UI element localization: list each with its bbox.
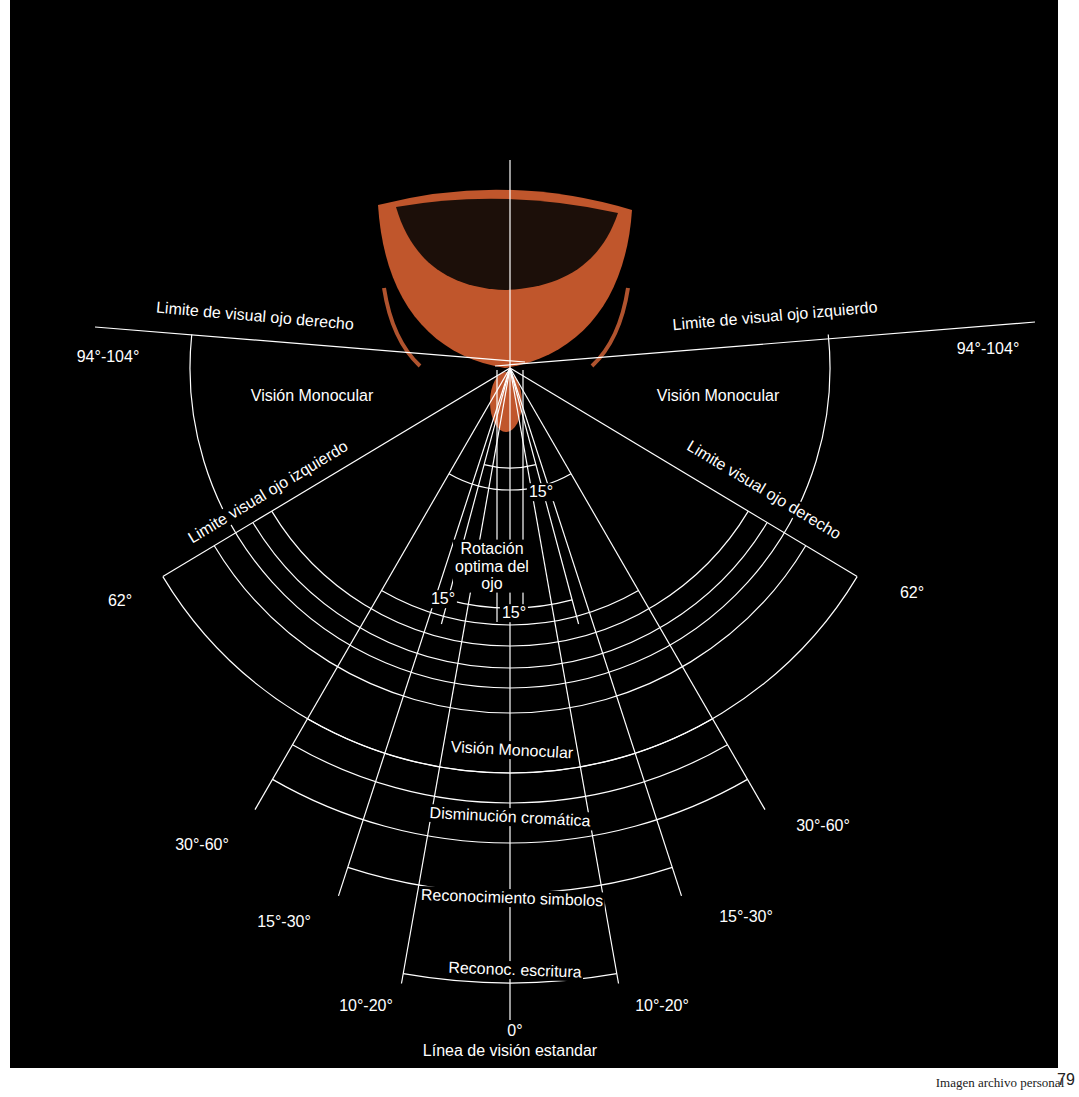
field-arc <box>484 465 536 468</box>
field-label: 15°-30° <box>255 913 313 931</box>
field-label: 62° <box>106 592 134 610</box>
field-label: 15° <box>500 604 528 622</box>
field-label: 94°-104° <box>955 340 1022 358</box>
field-label: Línea de visión estandar <box>421 1042 599 1060</box>
image-caption: Imagen archivo personal <box>936 1075 1065 1091</box>
field-arc <box>163 577 857 773</box>
field-label: 30°-60° <box>794 817 852 835</box>
field-arc <box>190 335 830 688</box>
face <box>378 190 632 368</box>
field-arc <box>273 779 748 843</box>
field-arc <box>308 719 713 773</box>
field-label: 15° <box>527 483 555 501</box>
field-label: Visión Monocular <box>655 387 781 405</box>
sight-line <box>495 322 1035 366</box>
visual-field-lines <box>95 160 1035 1020</box>
sight-line <box>95 327 525 362</box>
field-label: 15°-30° <box>717 908 775 926</box>
field-label: 0° <box>505 1022 524 1040</box>
field-label: 10°-20° <box>337 997 395 1015</box>
field-label: 15° <box>429 590 457 608</box>
field-label: Visión Monocular <box>249 387 375 405</box>
sight-line <box>510 368 857 577</box>
field-label: 62° <box>898 584 926 602</box>
left-ear <box>384 288 420 366</box>
field-label: 30°-60° <box>173 836 231 854</box>
field-label: 10°-20° <box>633 997 691 1015</box>
field-arc <box>272 511 749 646</box>
field-label: Rotación optima del ojo <box>453 540 531 593</box>
hair <box>396 199 618 290</box>
field-label: 94°-104° <box>75 348 142 366</box>
black-ground <box>10 0 1058 1068</box>
field-arc <box>382 591 639 625</box>
right-ear <box>592 288 628 366</box>
